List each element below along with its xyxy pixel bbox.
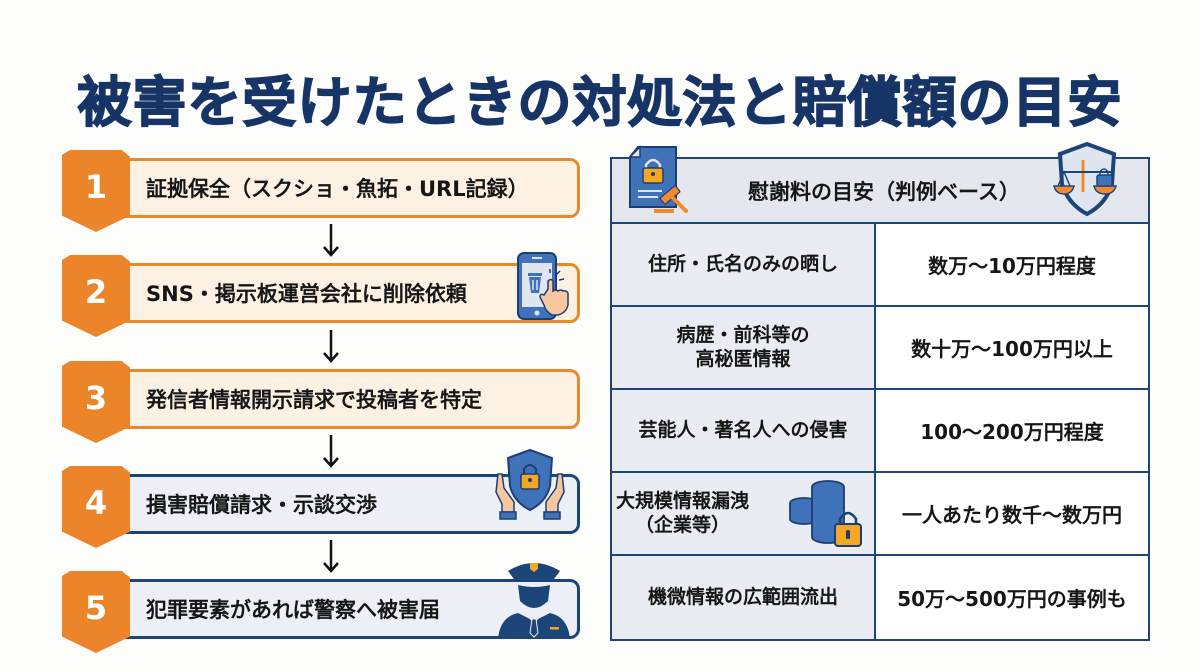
amount-cell: 50万～500万円の事例も [897, 587, 1127, 611]
down-arrow-icon [323, 224, 339, 257]
step-box [68, 158, 580, 218]
case-line-1: 病歴・前科等の [676, 323, 810, 346]
police-officer-icon [498, 563, 570, 639]
amount-cell: 数万～10万円程度 [928, 254, 1096, 278]
step-box [68, 369, 580, 429]
step-1: 1 証拠保全（スクショ・魚拓・URL記録） [62, 150, 580, 232]
down-arrow-icon [323, 540, 339, 573]
page-title: 被害を受けたときの対処法と賠償額の目安 [77, 70, 1123, 135]
step-label: 発信者情報開示請求で投稿者を特定 [146, 388, 482, 412]
step-box [68, 579, 580, 639]
phone-trash-icon [517, 252, 569, 320]
step-5: 5 犯罪要素があれば警察へ被害届 [62, 563, 580, 653]
step-number-badge: 4 [62, 466, 130, 548]
shield-lock-hands-icon [495, 448, 565, 520]
down-arrow-icon [323, 330, 339, 363]
step-label: SNS・掲示板運営会社に削除依頼 [146, 282, 467, 306]
step-3: 3 発信者情報開示請求で投稿者を特定 [62, 361, 580, 443]
step-label: 損害賠償請求・示談交渉 [146, 493, 377, 517]
case-cell: 住所・氏名のみの晒し [612, 224, 876, 305]
case-cell: 機微情報の広範囲流出 [612, 556, 876, 639]
shield-scales-icon [1053, 142, 1117, 217]
step-4: 4 損害賠償請求・示談交渉 [62, 448, 580, 548]
step-number-badge: 5 [62, 571, 130, 653]
table-row: 住所・氏名のみの晒し 数万～10万円程度 [612, 224, 1148, 307]
case-cell: 病歴・前科等の 高秘匿情報 [612, 307, 876, 388]
down-arrow-icon [323, 435, 339, 468]
step-label: 証拠保全（スクショ・魚拓・URL記録） [146, 177, 529, 201]
table-row: 病歴・前科等の 高秘匿情報 数十万～100万円以上 [612, 307, 1148, 390]
document-lock-gavel-icon [628, 145, 688, 213]
database-lock-icon [789, 480, 862, 547]
amount-cell: 数十万～100万円以上 [911, 337, 1113, 361]
case-cell: 芸能人・著名人への侵害 [612, 390, 876, 471]
step-number-badge: 2 [62, 255, 130, 337]
amount-cell: 100～200万円程度 [920, 420, 1104, 444]
case-line-2: （企業等） [635, 513, 731, 536]
case-cell: 大規模情報漏洩 （企業等） [612, 473, 876, 554]
table-row: 大規模情報漏洩 （企業等） 一人あた [612, 473, 1148, 556]
table-header-title: 慰謝料の目安（判例ベース） [748, 179, 1020, 204]
step-number-badge: 3 [62, 361, 130, 443]
case-line-2: 高秘匿情報 [695, 347, 791, 370]
step-2: 2 SNS・掲示板運営会社に削除依頼 [62, 252, 580, 337]
table-row: 機微情報の広範囲流出 50万～500万円の事例も [612, 556, 1148, 639]
amount-cell: 一人あたり数千～数万円 [902, 503, 1122, 527]
step-number-badge: 1 [62, 150, 130, 232]
compensation-table: 慰謝料の目安（判例ベース） 住所・氏名のみの晒し 数万～10万円程度 病歴・前科… [610, 157, 1150, 641]
step-box [68, 263, 580, 323]
case-line-1: 大規模情報漏洩 [616, 489, 750, 512]
step-label: 犯罪要素があれば警察へ被害届 [146, 598, 440, 622]
table-row: 芸能人・著名人への侵害 100～200万円程度 [612, 390, 1148, 473]
